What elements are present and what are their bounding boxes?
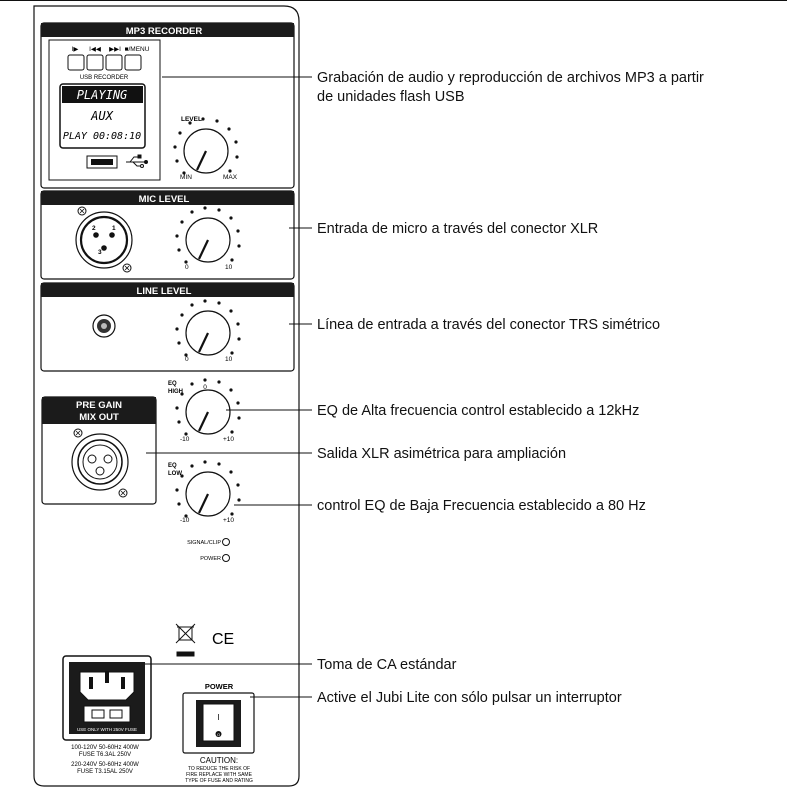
eq-high-max: +10	[223, 436, 234, 443]
next-button[interactable]	[105, 54, 123, 71]
play-button[interactable]	[67, 54, 85, 71]
caution-line: TO REDUCE THE RISK OF	[188, 766, 250, 772]
ac-spec-line: 100-120V 50-60Hz 400W	[71, 745, 139, 751]
mp3-button-label: I▶	[72, 46, 80, 53]
callout-xlr-out: Salida XLR asimétrica para ampliación	[317, 446, 566, 462]
mp3-title: MP3 RECORDER	[126, 26, 203, 37]
level-knob[interactable]	[173, 117, 239, 175]
panel-outline	[33, 5, 300, 787]
callout-eq-low: control EQ de Baja Frecuencia establecid…	[317, 498, 646, 514]
ac-inlet-section: USE ONLY WITH 250V FUSE	[62, 655, 152, 741]
eq-high-knob[interactable]	[175, 378, 241, 436]
callout-mp3-line1: Grabación de audio y reproducción de arc…	[317, 70, 704, 86]
line-level-title: LINE LEVEL	[137, 286, 192, 297]
signal-clip-label: SIGNAL/CLIP	[187, 540, 221, 546]
eq-low-min: -10	[180, 517, 190, 524]
usb-recorder-label: USB RECORDER	[80, 75, 129, 81]
mp3-button-label: ▶▶I	[109, 46, 121, 53]
mic-knob-max: 10	[225, 264, 233, 271]
callout-eq-high: EQ de Alta frecuencia control establecid…	[317, 403, 639, 419]
ce-mark: CE	[212, 631, 234, 648]
usb-icon	[126, 154, 148, 168]
fuse-warning-strip: USE ONLY WITH 250V FUSE	[77, 727, 137, 732]
eq-high-label: HIGH	[168, 389, 183, 395]
xlr-pin-1: 1	[112, 225, 116, 232]
mic-level-title: MIC LEVEL	[139, 194, 190, 205]
callout-line: Línea de entrada a través del conector T…	[317, 317, 660, 333]
power-switch[interactable]: I O	[182, 692, 255, 754]
eq-high-center-mark: 0	[203, 384, 207, 391]
mic-knob-min: 0	[185, 264, 189, 271]
mix-out-title: MIX OUT	[79, 412, 119, 423]
stop-menu-button[interactable]	[124, 54, 142, 71]
ac-spec-line: FUSE T3.15AL 250V	[77, 769, 133, 775]
line-level-section: LINE LEVEL 0 10	[40, 282, 295, 372]
lcd-line-3: PLAY 00:08:10	[63, 131, 141, 142]
signal-clip-led	[222, 538, 230, 546]
xlr-pin-2: 2	[92, 225, 96, 232]
trs-jack[interactable]	[92, 314, 116, 338]
callout-lines	[145, 76, 312, 698]
mp3-button-label: ■/MENU	[125, 46, 150, 53]
caution-line: TYPE OF FUSE AND RATING	[185, 778, 253, 784]
power-led-label: POWER	[200, 556, 221, 562]
weee-bin-icon	[175, 623, 196, 657]
pre-gain-section: PRE GAIN MIX OUT EQ HIGH 0 -10 +10 EQ LO…	[41, 378, 241, 562]
ac-spec-line: FUSE T6.3AL 250V	[79, 752, 131, 758]
lcd-line-1: PLAYING	[77, 88, 128, 102]
eq-low-knob[interactable]	[175, 460, 241, 518]
mic-level-knob[interactable]	[175, 206, 241, 264]
ac-spec-line: 220-240V 50-60Hz 400W	[71, 762, 139, 768]
xlr-output-connector[interactable]	[71, 428, 129, 498]
lcd-line-2: AUX	[90, 109, 113, 123]
eq-high-label: EQ	[168, 381, 177, 387]
level-label: LEVEL	[181, 116, 202, 123]
callout-ac: Toma de CA estándar	[317, 657, 457, 673]
eq-low-max: +10	[223, 517, 234, 524]
caution-title: CAUTION:	[200, 756, 238, 765]
switch-off-mark: O	[217, 732, 220, 737]
mic-level-section: MIC LEVEL 2 1 3 0 10	[40, 190, 295, 280]
xlr-pin-3: 3	[98, 249, 102, 256]
caution-line: FIRE REPLACE WITH SAME	[186, 772, 253, 778]
power-switch-label: POWER	[205, 682, 234, 691]
xlr-input-connector[interactable]	[75, 206, 133, 273]
line-knob-max: 10	[225, 356, 233, 363]
previous-button[interactable]	[86, 54, 104, 71]
power-led	[222, 554, 230, 562]
pre-gain-title: PRE GAIN	[76, 400, 122, 411]
fuse-drawer[interactable]	[83, 705, 131, 723]
lcd-highlight-row	[62, 86, 143, 103]
callout-mic: Entrada de micro a través del conector X…	[317, 221, 598, 237]
eq-low-label: LOW	[168, 471, 182, 477]
eq-high-min: -10	[180, 436, 190, 443]
iec-socket[interactable]	[79, 671, 135, 701]
switch-on-mark: I	[217, 713, 219, 722]
line-level-knob[interactable]	[175, 299, 241, 357]
level-max-label: MAX	[223, 174, 238, 181]
callout-switch: Active el Jubi Lite con sólo pulsar un i…	[317, 690, 622, 706]
mp3-button-label: I◀◀	[89, 46, 102, 53]
eq-low-label: EQ	[168, 463, 177, 469]
line-knob-min: 0	[185, 356, 189, 363]
mp3-recorder-section: MP3 RECORDER I▶ I◀◀ ▶▶I ■/MENU USB RECOR…	[40, 22, 295, 189]
callout-mp3-line2: de unidades flash USB	[317, 89, 465, 105]
level-min-label: MIN	[180, 174, 192, 181]
